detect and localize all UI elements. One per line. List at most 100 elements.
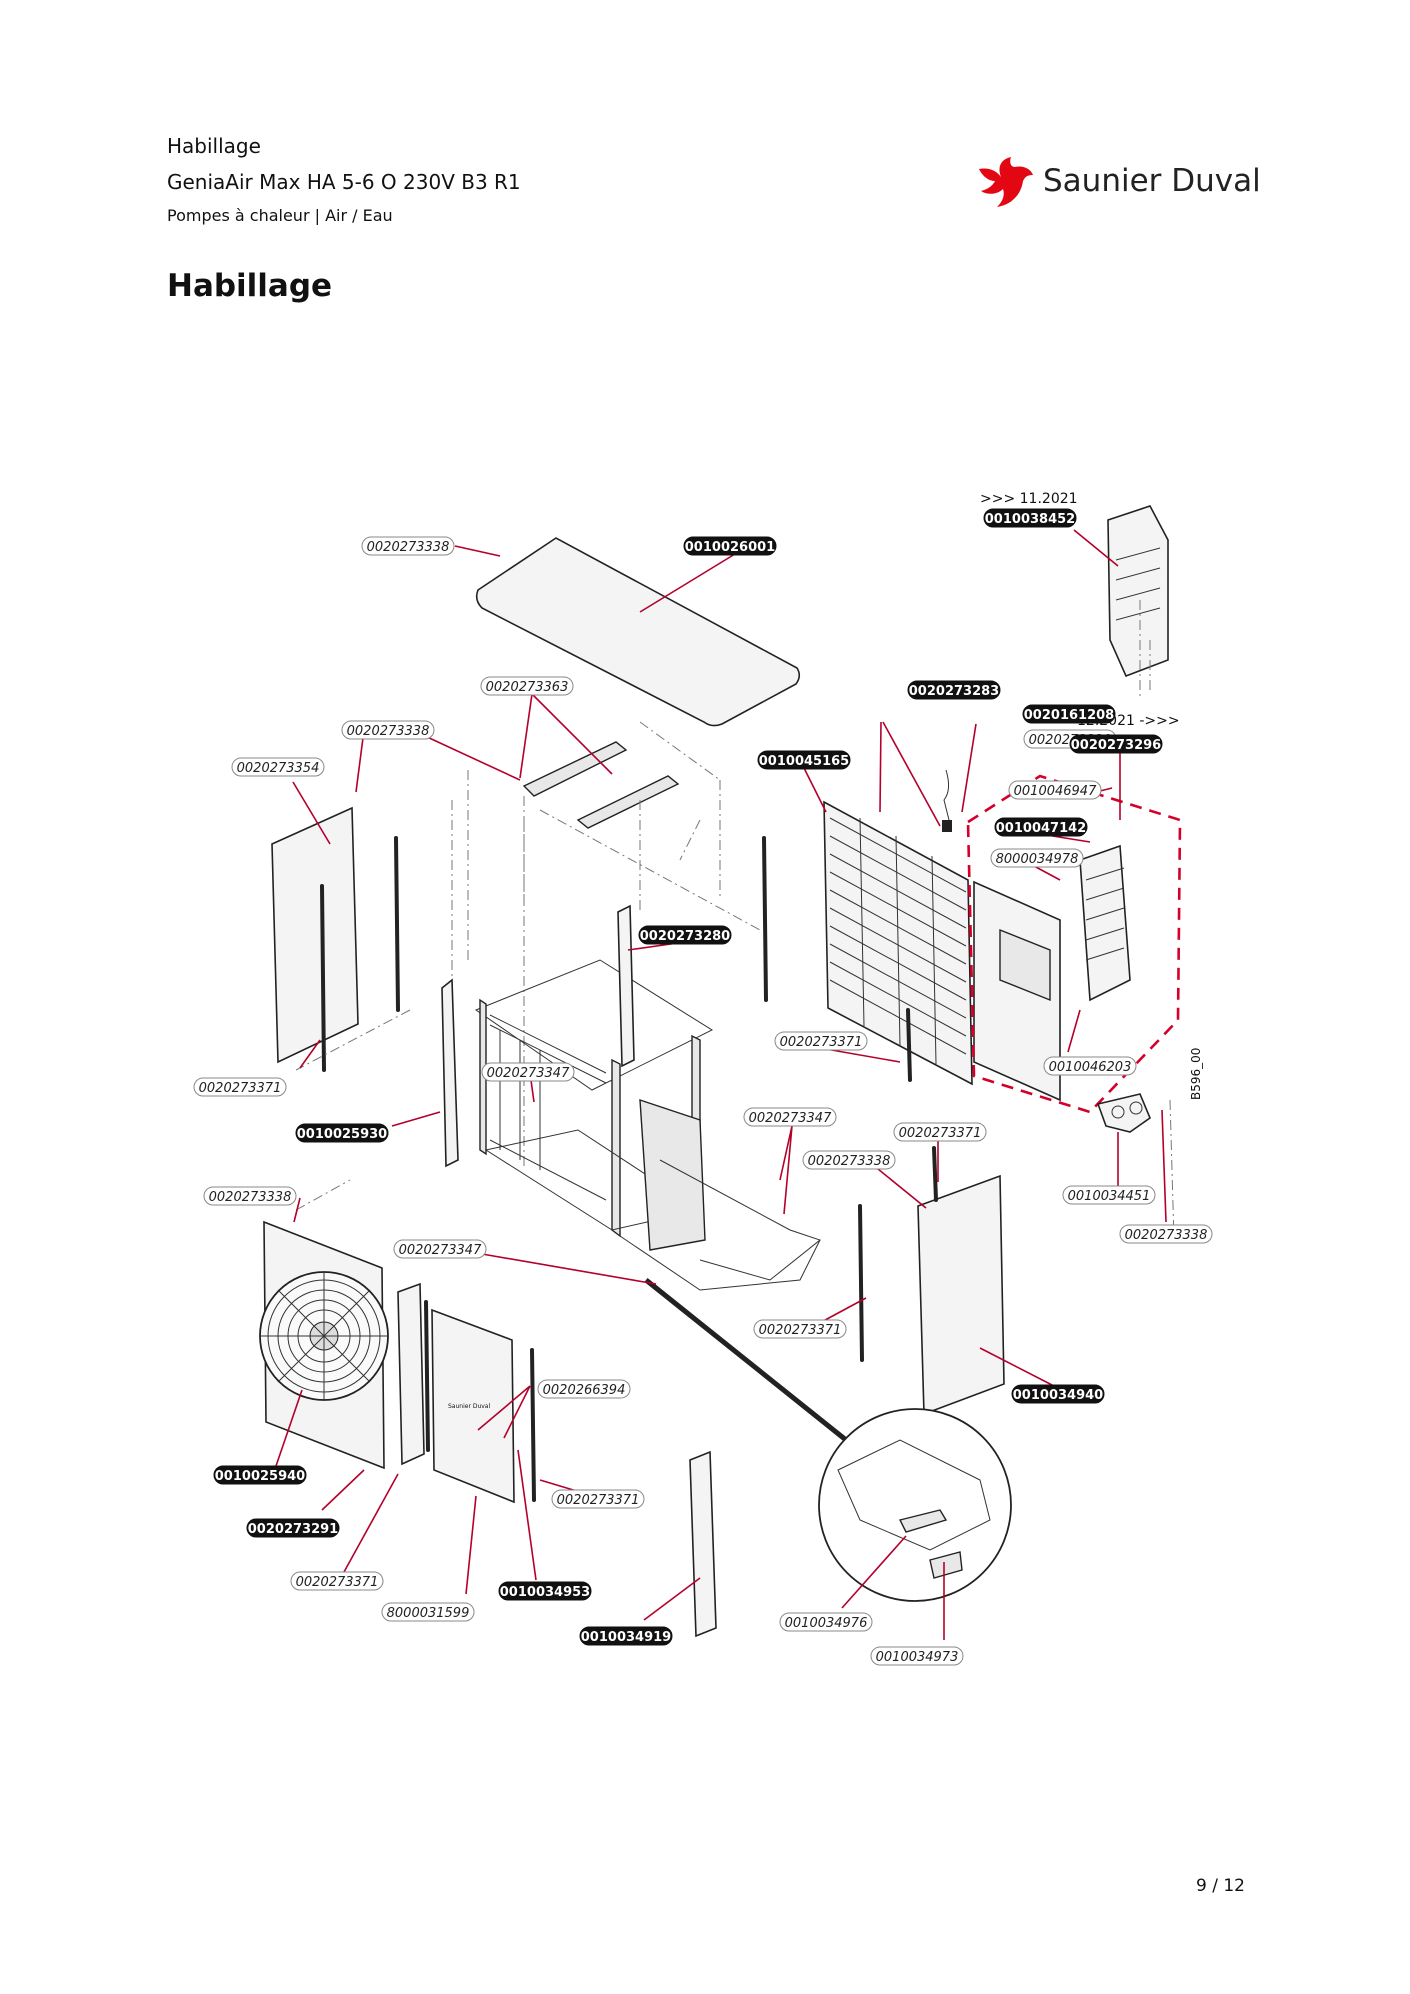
part-number-pill xyxy=(994,817,1088,837)
header-category: Pompes à chaleur | Air / Eau xyxy=(167,206,393,225)
part-number-text: 0020273363 xyxy=(486,680,569,695)
corner-post xyxy=(689,1450,717,1638)
part-number-pill xyxy=(551,1489,645,1509)
part-number-label: 0020273363 xyxy=(480,676,574,696)
page-title: Habillage xyxy=(167,268,333,304)
part-number-label: 0020273371 xyxy=(753,1319,847,1339)
part-number-text: 0010046203 xyxy=(1049,1060,1132,1075)
part-number-label: 0020273371 xyxy=(774,1031,868,1051)
part-number-text: 0020273338 xyxy=(347,724,430,739)
part-number-pill xyxy=(1043,1056,1137,1076)
part-number-text: 0010025930 xyxy=(297,1127,387,1142)
part-number-label: 0020273338 xyxy=(802,1150,896,1170)
part-number-text: 0010046947 xyxy=(1014,784,1097,799)
part-number-pill xyxy=(1119,1224,1213,1244)
leader-lines xyxy=(275,529,1167,1640)
part-number-label: 0010045165 xyxy=(757,750,851,770)
part-number-text: 0010034451 xyxy=(1068,1189,1151,1204)
part-number-label: 0010034973 xyxy=(870,1646,964,1666)
part-number-pill xyxy=(802,1150,896,1170)
part-number-pill xyxy=(990,848,1084,868)
part-number-label: 0020273371 xyxy=(893,1122,987,1142)
part-number-label: 0020273296 xyxy=(1069,734,1163,754)
part-number-text: 0020273338 xyxy=(1125,1228,1208,1243)
part-number-pill xyxy=(295,1123,389,1143)
part-number-label: 0020273371 xyxy=(551,1489,645,1509)
part-number-label: 0010046947 xyxy=(1008,780,1102,800)
service-panel-old xyxy=(1107,505,1169,678)
part-number-text: 0020273371 xyxy=(199,1081,282,1096)
part-number-text: 0020273371 xyxy=(557,1493,640,1508)
dashed-guides xyxy=(295,600,1175,1241)
part-number-label: 0010034451 xyxy=(1062,1185,1156,1205)
side-post-left xyxy=(441,978,459,1168)
part-number-label: 0010025930 xyxy=(295,1123,389,1143)
wiring-connector xyxy=(942,769,952,832)
part-number-pill xyxy=(393,1239,487,1259)
service-panel-assembly xyxy=(966,774,1182,1114)
part-number-pill xyxy=(774,1031,868,1051)
part-number-text: 0020273354 xyxy=(237,761,320,776)
top-cover-panel xyxy=(475,537,801,727)
part-number-pill xyxy=(381,1602,475,1622)
front-side-panel xyxy=(397,1282,430,1466)
diagram-code: B596_00 xyxy=(1189,1048,1203,1100)
part-number-text: 0020273283 xyxy=(909,684,999,699)
part-number-pill xyxy=(907,680,1001,700)
part-number-label: 0010034976 xyxy=(779,1612,873,1632)
part-number-label: 0010047142 xyxy=(994,817,1088,837)
part-number-pill xyxy=(361,536,455,556)
part-number-label: 0020273338 xyxy=(361,536,455,556)
part-number-label: 0010025940 xyxy=(213,1465,307,1485)
part-number-pill xyxy=(757,750,851,770)
part-number-label: 8000034978 xyxy=(990,848,1084,868)
top-rails xyxy=(522,741,680,829)
part-number-text: 8000034978 xyxy=(996,852,1079,867)
part-number-text: 0020161208 xyxy=(1024,708,1114,723)
part-number-label: 0020273347 xyxy=(481,1062,575,1082)
part-number-pill xyxy=(231,757,325,777)
part-number-label: 0020273280 xyxy=(638,925,732,945)
part-number-label: 0020273354 xyxy=(231,757,325,777)
part-number-pill xyxy=(638,925,732,945)
part-number-text: 0020273296 xyxy=(1071,738,1161,753)
part-number-pill xyxy=(743,1107,837,1127)
part-number-text: 8000031599 xyxy=(387,1606,470,1621)
part-number-pill xyxy=(1022,704,1116,724)
part-number-pill xyxy=(779,1612,873,1632)
page-number: 9 / 12 xyxy=(1196,1876,1245,1896)
part-number-pill xyxy=(753,1319,847,1339)
part-number-label: 0020273347 xyxy=(743,1107,837,1127)
part-number-text: 0020273338 xyxy=(367,540,450,555)
part-number-label: 0020273291 xyxy=(246,1518,340,1538)
part-number-text: 0020273280 xyxy=(640,929,730,944)
main-frame xyxy=(474,721,822,1291)
part-number-label: 0010034953 xyxy=(498,1581,592,1601)
part-number-text: 0010034953 xyxy=(500,1585,590,1600)
part-number-text: 0010038452 xyxy=(985,512,1075,527)
part-number-pill xyxy=(481,1062,575,1082)
part-number-label: 0010038452 xyxy=(983,508,1077,528)
part-number-pill xyxy=(683,536,777,556)
part-number-label: 0020273371 xyxy=(290,1571,384,1591)
note-before-2021: >>> 11.2021 xyxy=(980,491,1078,507)
svg-text:Saunier Duval: Saunier Duval xyxy=(448,1403,490,1410)
part-number-pill xyxy=(498,1581,592,1601)
part-number-pill xyxy=(203,1186,297,1206)
part-number-text: 0020273338 xyxy=(808,1154,891,1169)
brand-name: Saunier Duval xyxy=(1043,163,1261,199)
part-number-label: 0020273338 xyxy=(1119,1224,1213,1244)
left-side-panel xyxy=(271,806,400,1072)
part-number-pill xyxy=(213,1465,307,1485)
part-number-pill xyxy=(537,1379,631,1399)
part-number-text: 0020273371 xyxy=(899,1126,982,1141)
header-product-name: GeniaAir Max HA 5-6 O 230V B3 R1 xyxy=(167,170,521,194)
part-number-pill xyxy=(983,508,1077,528)
part-number-text: 0020273347 xyxy=(487,1066,570,1081)
part-number-text: 0010034973 xyxy=(876,1650,959,1665)
part-number-pill xyxy=(341,720,435,740)
part-number-text: 0020273338 xyxy=(209,1190,292,1205)
part-number-text: 0010034976 xyxy=(785,1616,868,1631)
part-number-text: 0020273347 xyxy=(749,1111,832,1126)
